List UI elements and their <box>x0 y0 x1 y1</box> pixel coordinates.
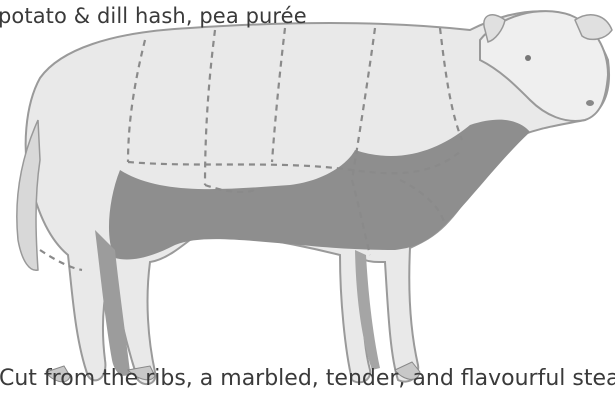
menu-description-top: potato & dill hash, pea purée <box>0 4 307 28</box>
cow-tail <box>17 120 40 270</box>
cow-nostril <box>586 100 594 106</box>
cow-eye <box>525 55 531 61</box>
menu-description-bottom: Cut from the ribs, a marbled, tender, an… <box>0 366 615 391</box>
